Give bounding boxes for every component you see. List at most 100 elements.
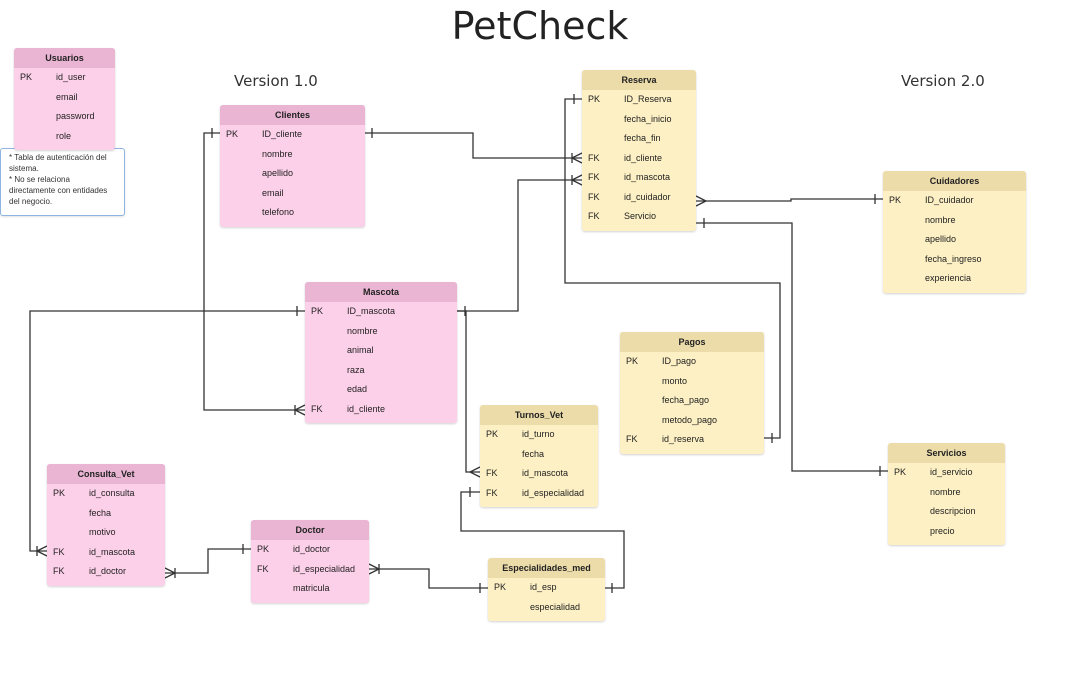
entity-row: PK id_servicio: [888, 463, 1005, 483]
field-name: id_doctor: [293, 544, 331, 554]
entity-row: FK id_mascota: [47, 543, 165, 563]
rel-clientes-reserva: [365, 132, 582, 159]
field-name: id_mascota: [522, 468, 569, 478]
entity-row: telefono: [220, 203, 365, 223]
entity-header: Especialidades_med: [488, 558, 605, 578]
entity-row: PK id_consulta: [47, 484, 165, 504]
note-line: * Tabla de autenticación del sistema.: [9, 153, 107, 173]
field-name: id_servicio: [930, 467, 973, 477]
diagram-title: PetCheck: [451, 4, 629, 48]
usuarios-note: * Tabla de autenticación del sistema. * …: [0, 148, 125, 216]
entity-header: Doctor: [251, 520, 369, 540]
entity-row: descripcion: [888, 502, 1005, 522]
entity-row: especialidad: [488, 598, 605, 618]
key-marker: PK: [257, 544, 270, 554]
field-name: email: [262, 187, 284, 198]
version-1-label: Version 1.0: [234, 72, 318, 90]
entity-header: Cuidadores: [883, 171, 1026, 191]
entity-header: Clientes: [220, 105, 365, 125]
entity-header: Consulta_Vet: [47, 464, 165, 484]
entity-row: FK id_especialidad: [480, 484, 598, 504]
field-name: ID_pago: [662, 356, 697, 366]
field-name: Servicio: [624, 211, 657, 221]
rel-mascota-turnos: [457, 310, 480, 473]
entity-row: metodo_pago: [620, 411, 764, 431]
field-name: apellido: [925, 234, 957, 244]
entity-row: fecha: [480, 445, 598, 465]
field-name: id_especialidad: [293, 563, 356, 574]
entity-row: PK ID_pago: [620, 352, 764, 372]
field-name: id_mascota: [89, 546, 136, 557]
entity-row: motivo: [47, 523, 165, 543]
key-marker: FK: [626, 434, 638, 444]
field-name: role: [56, 130, 72, 141]
entity-row: fecha_pago: [620, 391, 764, 411]
field-name: fecha_pago: [662, 395, 710, 405]
field-name: id_consulta: [89, 488, 135, 498]
key-marker: PK: [588, 94, 601, 104]
entity-header: Turnos_Vet: [480, 405, 598, 425]
field-name: id_especialidad: [522, 487, 585, 498]
entity-row: FK id_especialidad: [251, 560, 369, 580]
field-name: descripcion: [930, 506, 976, 516]
entity-row: animal: [305, 341, 457, 361]
rel-mascota-reserva: [457, 179, 582, 312]
field-name: id_mascota: [624, 172, 671, 182]
field-name: metodo_pago: [662, 414, 718, 425]
field-name: id_esp: [530, 582, 557, 592]
field-name: fecha: [89, 507, 112, 518]
key-marker: PK: [894, 467, 907, 477]
field-name: password: [56, 111, 95, 121]
field-name: nombre: [262, 148, 293, 159]
key-marker: FK: [257, 563, 269, 574]
field-name: telefono: [262, 207, 295, 217]
field-name: id_cuidador: [624, 191, 671, 202]
key-marker: FK: [486, 487, 498, 498]
key-marker: PK: [226, 129, 239, 139]
key-marker: FK: [53, 546, 65, 557]
field-name: nombre: [930, 486, 961, 497]
key-marker: PK: [626, 356, 639, 366]
entity-row: nombre: [220, 145, 365, 165]
key-marker: PK: [53, 488, 66, 498]
field-name: especialidad: [530, 601, 581, 612]
field-name: id_user: [56, 72, 86, 82]
field-name: id_cliente: [347, 403, 386, 414]
entity-header: Usuarios: [14, 48, 115, 68]
entity-row: fecha: [47, 504, 165, 524]
key-marker: FK: [588, 152, 600, 163]
key-marker: FK: [588, 191, 600, 202]
version-2-label: Version 2.0: [901, 72, 985, 90]
field-name: nombre: [347, 325, 378, 336]
entity-row: email: [220, 184, 365, 204]
rel-esp-doctor: [369, 568, 488, 589]
entity-row: PK id_doctor: [251, 540, 369, 560]
field-name: nombre: [925, 214, 956, 225]
entity-row: experiencia: [883, 269, 1026, 289]
entity-header: Reserva: [582, 70, 696, 90]
entity-row: role: [14, 127, 115, 147]
field-name: matricula: [293, 583, 330, 593]
